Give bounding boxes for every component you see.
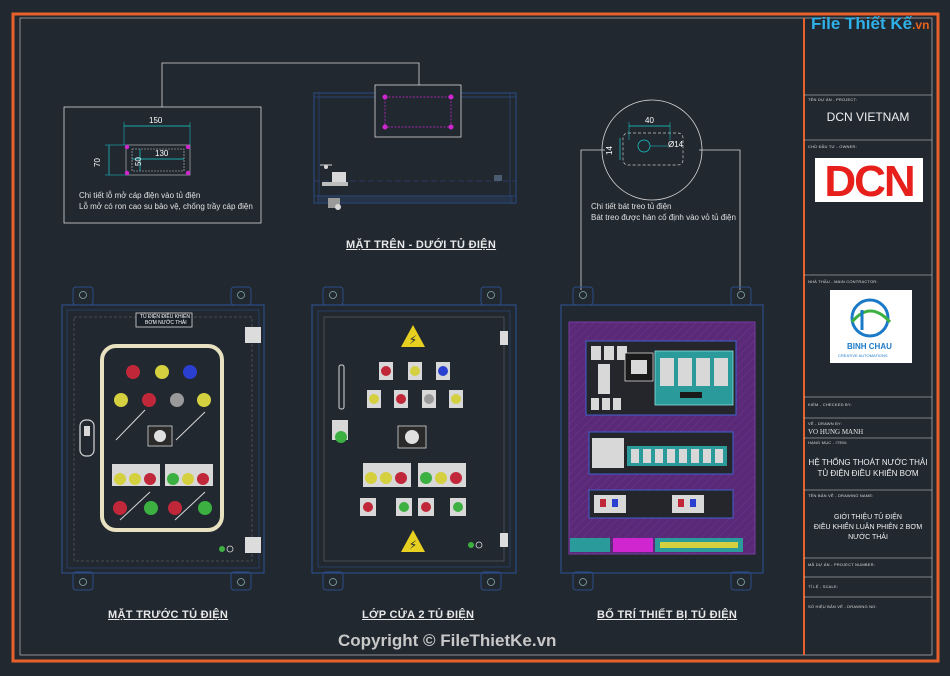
cable-hole-detail-box [63, 106, 262, 224]
top-bottom-view [63, 62, 517, 224]
scale-label: TỈ LỆ - SCALE: [808, 584, 839, 589]
watermark-logo-domain: .vn [912, 18, 930, 32]
mount-note-1: Chi tiết bát treo tủ điện [591, 202, 672, 211]
contractor-label: NHÀ THẦU - MAIN CONTRACTOR: [808, 279, 878, 284]
drawing-name-label: TÊN BẢN VẼ - DRAWING NAME: [808, 493, 874, 498]
cable-hole-inner-dim: 130 [155, 149, 169, 158]
svg-text:⚡: ⚡ [409, 333, 417, 347]
system-line-2: TỦ ĐIỆN ĐIỀU KHIỂN BƠM [817, 469, 919, 478]
front-view-title: MẶT TRƯỚC TỦ ĐIỆN [108, 609, 229, 621]
system-line-1: HỆ THỐNG THOÁT NƯỚC THẢI [808, 458, 928, 467]
checked-label: KIỂM - CHECKED BY: [808, 402, 852, 407]
outer-frame [11, 12, 940, 663]
device-layout-view [560, 286, 764, 591]
binh-chau-logo [830, 290, 912, 363]
cable-hole-note-1: Chi tiết lỗ mở cáp điện vào tủ điện [79, 191, 201, 200]
mount-note-2: Bát treo được hàn cố định vào vỏ tủ điện [591, 213, 736, 222]
contractor-logo-text: BINH CHAU [847, 342, 892, 351]
title-block-grid [804, 94, 932, 598]
cable-hole-note-2: Lỗ mở có ron cao su bảo vệ, chống trầy c… [79, 202, 253, 211]
svg-text:DCN: DCN [824, 157, 913, 206]
inner-door-view: ⚡ ⚡ [311, 286, 517, 591]
layout-view-title: BỐ TRÍ THIẾT BỊ TỦ ĐIỆN [597, 609, 738, 621]
drawing-line-2: ĐIỀU KHIỂN LUÂN PHIÊN 2 BƠM [813, 524, 923, 531]
mount-hole-dim: Ø14 [668, 140, 684, 149]
project-label: TÊN DỰ ÁN - PROJECT: [808, 97, 857, 102]
dcn-logo: DCN [815, 157, 923, 206]
mount-height-dim: 14 [604, 146, 614, 155]
drawing-line-3: NƯỚC THẢI [848, 534, 888, 541]
drawing-line-1: GIỚI THIỆU TỦ ĐIỆN [834, 514, 902, 521]
top-bottom-view-title: MẶT TRÊN - DƯỚI TỦ ĐIỆN [346, 239, 497, 251]
front-view [61, 286, 265, 591]
mount-width-dim: 40 [645, 116, 654, 125]
cable-hole-inner-height-dim: 50 [133, 157, 143, 166]
system-label: HẠNG MỤC - ITEM: [808, 440, 848, 445]
inner-door-view-title: LỚP CỬA 2 TỦ ĐIỆN [362, 609, 475, 621]
cable-hole-height-dim: 70 [92, 158, 102, 167]
svg-text:⚡: ⚡ [409, 538, 417, 552]
watermark-logo-text: File Thiết Kế [811, 14, 913, 33]
nameplate-line-2: BƠM NƯỚC THẢI [145, 320, 187, 326]
copyright-watermark: Copyright © FileThietKe.vn [338, 631, 557, 650]
drawn-label: VẼ - DRAWN BY: [808, 421, 842, 426]
sheet-label: SỐ HIỆU BẢN VẼ - DRAWING NO: [808, 604, 877, 609]
owner-label: CHỦ ĐẦU TƯ - OWNER: [808, 144, 857, 149]
watermark-logo: File Thiết Kế.vn [811, 14, 929, 34]
nameplate-line-1: TỦ ĐIỆN ĐIỀU KHIỂN [140, 314, 191, 320]
cable-hole-width-dim: 150 [149, 116, 163, 125]
drawn-value: VO HUNG MANH [808, 428, 864, 436]
mount-detail [580, 99, 741, 290]
project-value: DCN VIETNAM [826, 110, 910, 124]
project-number-label: MÃ DỰ ÁN - PROJECT NUMBER: [808, 562, 875, 567]
contractor-tagline: CREATIVE AUTOMATIONS [838, 353, 888, 358]
